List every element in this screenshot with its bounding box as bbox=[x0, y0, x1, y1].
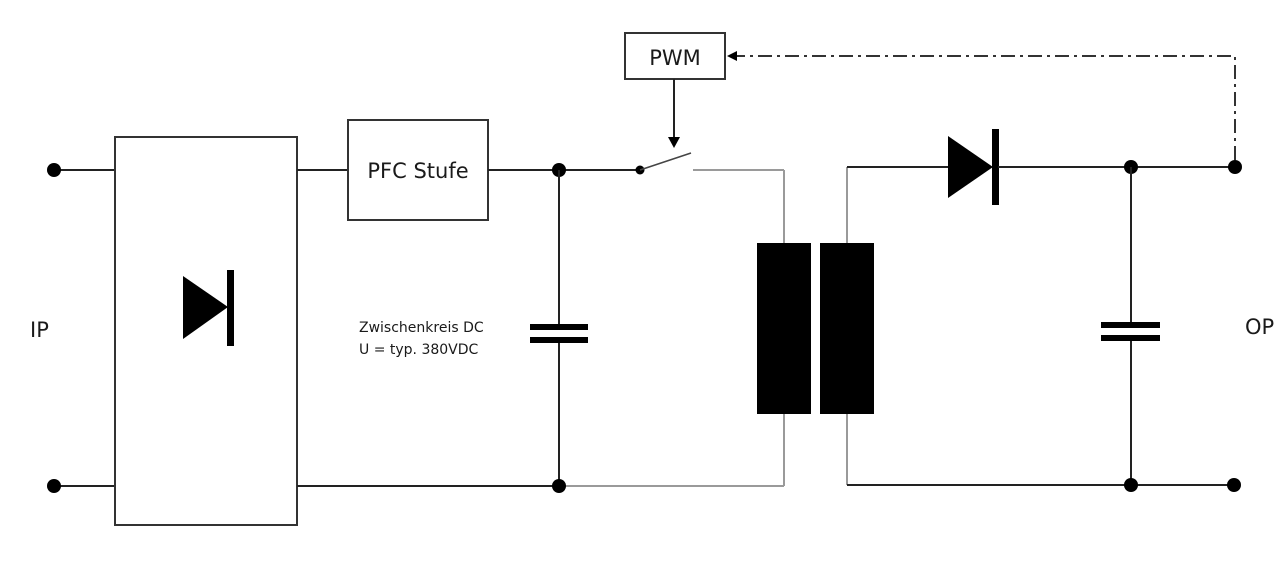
feedback-arrow-icon bbox=[727, 51, 737, 61]
dc-link-label-line1: Zwischenkreis DC bbox=[359, 320, 484, 336]
output-diode bbox=[948, 129, 999, 205]
cap-plate-bottom bbox=[530, 337, 588, 343]
rectifier-block bbox=[114, 136, 298, 526]
dc-link-junction-bottom bbox=[552, 479, 566, 493]
output-label: OP bbox=[1245, 315, 1274, 339]
output-terminal-bottom bbox=[1227, 478, 1241, 492]
output-junction-bottom bbox=[1124, 478, 1138, 492]
input-terminal-top bbox=[47, 163, 61, 177]
input-terminal-bottom bbox=[47, 479, 61, 493]
pfc-label: PFC Stufe bbox=[367, 159, 468, 183]
input-section: IP bbox=[30, 163, 115, 493]
pfc-block: PFC Stufe bbox=[347, 119, 489, 221]
switch-blade bbox=[639, 152, 692, 171]
pwm-label: PWM bbox=[649, 46, 701, 70]
transformer-secondary-winding bbox=[820, 243, 874, 414]
transformer-primary-winding bbox=[757, 243, 811, 414]
dc-link-label-line2: U = typ. 380VDC bbox=[359, 342, 479, 358]
feedback-line bbox=[735, 55, 1236, 160]
dc-link-capacitor bbox=[530, 170, 588, 486]
rectifier-diode-bar bbox=[227, 270, 234, 346]
pfc-box bbox=[347, 119, 489, 221]
out-cap-plate-top bbox=[1101, 322, 1160, 328]
out-cap-plate-bottom bbox=[1101, 335, 1160, 341]
rectifier-diode-icon bbox=[183, 276, 228, 339]
transformer bbox=[757, 167, 874, 486]
pwm-arrow-icon bbox=[668, 137, 680, 148]
feedback-path bbox=[727, 51, 1236, 160]
cap-plate-top bbox=[530, 324, 588, 330]
output-terminal-top bbox=[1228, 160, 1242, 174]
rectifier-box bbox=[114, 136, 298, 526]
pwm-block: PWM bbox=[624, 32, 726, 148]
output-capacitor bbox=[1101, 167, 1160, 485]
output-diode-bar bbox=[992, 129, 999, 205]
switch bbox=[635, 152, 784, 175]
input-label: IP bbox=[30, 318, 49, 342]
output-diode-icon bbox=[948, 136, 993, 198]
